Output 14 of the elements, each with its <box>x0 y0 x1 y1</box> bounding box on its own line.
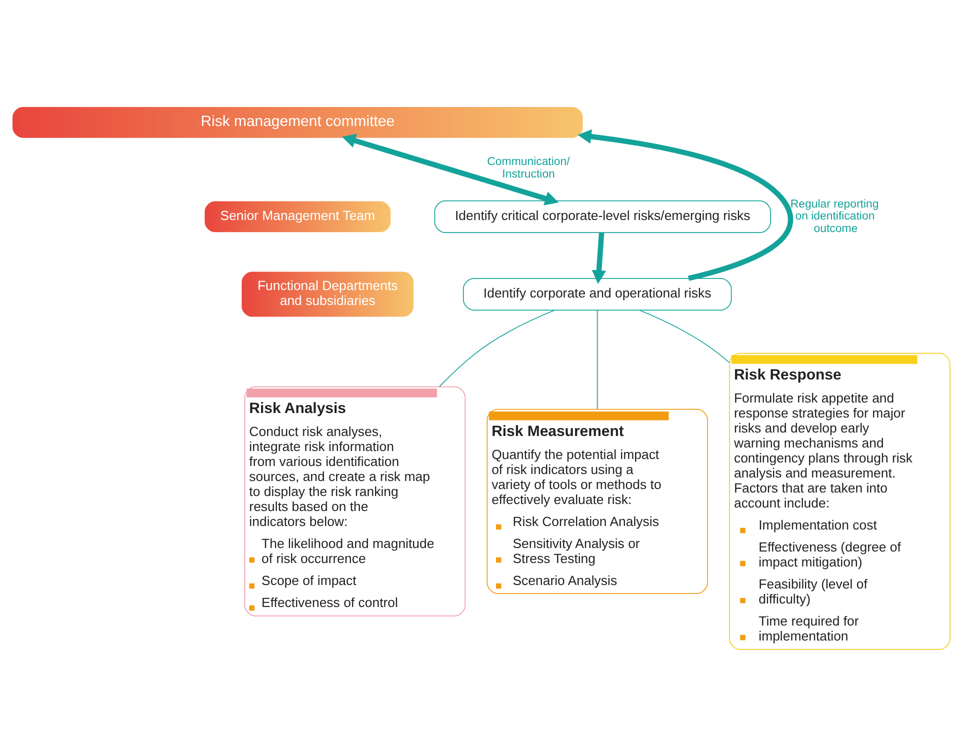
edge-label: Communication/ Instruction <box>487 156 570 180</box>
node-box: Risk Analysis Conduct risk analyses, integrate risk information from various identification sources, and create a risk map to display the risk ranking results based on the indicators below: The likelihood and magnitude of risk occurrence Scope of impact Effectiveness of control <box>244 386 466 616</box>
arrow <box>578 128 794 280</box>
node-box: Senior Management Team <box>204 200 392 232</box>
node-box: Functional Departments and subsidiaries <box>240 270 414 318</box>
connector <box>639 309 730 363</box>
arrow <box>342 133 559 205</box>
connector <box>439 309 556 387</box>
node-box: Identify corporate and operational risks <box>462 277 732 310</box>
node-box: Risk management committee <box>12 106 584 138</box>
arrow <box>592 232 606 284</box>
node-box: Identify critical corporate-level risks/emerging risks <box>434 200 771 232</box>
connector <box>596 309 598 410</box>
edge-label: Regular reporting on identification outcome <box>790 198 879 235</box>
